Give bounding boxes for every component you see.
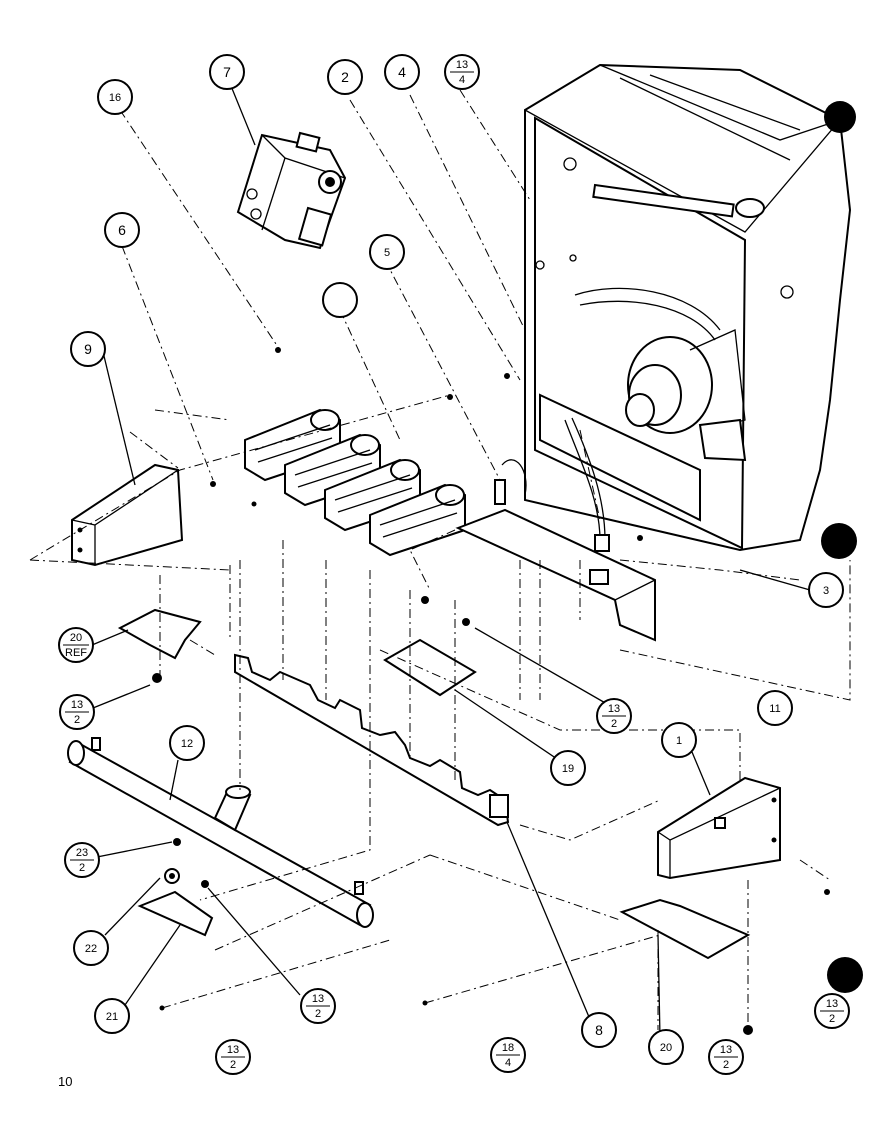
gas-manifold: [67, 737, 374, 928]
svg-text:2: 2: [79, 862, 85, 874]
svg-text:13: 13: [312, 993, 324, 1005]
callout-9: 9: [70, 331, 106, 367]
svg-text:6: 6: [118, 222, 126, 238]
callout-23-2: 232: [64, 842, 100, 878]
fasteners: [152, 347, 830, 1035]
svg-text:1: 1: [676, 735, 682, 747]
callout-22: 22: [73, 930, 109, 966]
callout-5: 5: [369, 234, 405, 270]
svg-text:7: 7: [223, 64, 231, 80]
igniter-bracket: [455, 459, 656, 642]
svg-text:20: 20: [70, 632, 82, 644]
svg-text:19: 19: [562, 763, 574, 775]
burner-assembly: [244, 408, 466, 557]
callout-1-right: 1: [661, 722, 697, 758]
callout-13-2-b: 132: [596, 698, 632, 734]
svg-text:12: 12: [181, 738, 193, 750]
callout-13-4: 134: [444, 54, 480, 90]
rollout-switch: [137, 890, 214, 937]
callout-13-2-a: 132: [59, 694, 95, 730]
svg-text:2: 2: [829, 1013, 835, 1025]
svg-text:2: 2: [230, 1059, 236, 1071]
svg-text:13: 13: [456, 59, 468, 71]
svg-text:2: 2: [74, 714, 80, 726]
svg-text:11: 11: [769, 703, 780, 715]
callout-6: 6: [104, 212, 140, 248]
callout-20: 20: [648, 1029, 684, 1065]
orifice-bracket: [234, 653, 510, 827]
callout-19: 19: [550, 750, 586, 786]
svg-text:4: 4: [398, 64, 406, 80]
callout-13-2-d: 132: [215, 1039, 251, 1075]
heat-shield-right: [619, 898, 751, 960]
svg-text:3: 3: [823, 585, 829, 597]
assembly-lines: [29, 89, 851, 1030]
callout-18-4: 184: [490, 1037, 526, 1073]
svg-text:13: 13: [720, 1044, 732, 1056]
svg-text:13: 13: [227, 1044, 239, 1056]
callout-3: 3: [808, 572, 844, 608]
svg-text:23: 23: [76, 847, 88, 859]
svg-text:5: 5: [384, 247, 390, 259]
svg-text:2: 2: [611, 718, 617, 730]
leader-lines: [91, 85, 811, 1039]
callout-11: 11: [757, 690, 793, 726]
callout-12: 12: [169, 725, 205, 761]
svg-text:2: 2: [723, 1059, 729, 1071]
svg-text:2: 2: [315, 1008, 321, 1020]
callout-16: 16: [97, 79, 133, 115]
callout-2: 2: [327, 59, 363, 95]
svg-text:18: 18: [502, 1042, 514, 1054]
svg-text:8: 8: [595, 1022, 603, 1038]
burner-4: [369, 483, 466, 557]
svg-text:13: 13: [608, 703, 620, 715]
bracket-left: [71, 463, 184, 567]
svg-text:20: 20: [660, 1042, 672, 1054]
callout-7: 7: [209, 54, 245, 90]
callout-1: [322, 282, 358, 318]
furnace-cabinet: [524, 63, 863, 993]
callout-8: 8: [581, 1012, 617, 1048]
svg-text:13: 13: [826, 998, 838, 1010]
access-cover: [383, 638, 477, 697]
svg-text:9: 9: [84, 341, 92, 357]
svg-text:4: 4: [459, 74, 465, 86]
page-number: 10: [58, 1074, 73, 1089]
svg-text:16: 16: [109, 92, 121, 104]
callout-13-2-f: 132: [814, 993, 850, 1029]
svg-text:2: 2: [341, 69, 349, 85]
gas-valve-control: [236, 131, 347, 250]
svg-text:REF: REF: [65, 647, 87, 659]
callout-13-2-c: 132: [300, 988, 336, 1024]
bracket-right: [657, 776, 781, 880]
svg-text:13: 13: [71, 699, 83, 711]
callout-21: 21: [94, 998, 130, 1034]
callout-4: 4: [384, 54, 420, 90]
svg-text:4: 4: [505, 1057, 511, 1069]
svg-text:21: 21: [106, 1011, 118, 1023]
svg-text:22: 22: [85, 943, 97, 955]
callout-13-2-e: 132: [708, 1039, 744, 1075]
